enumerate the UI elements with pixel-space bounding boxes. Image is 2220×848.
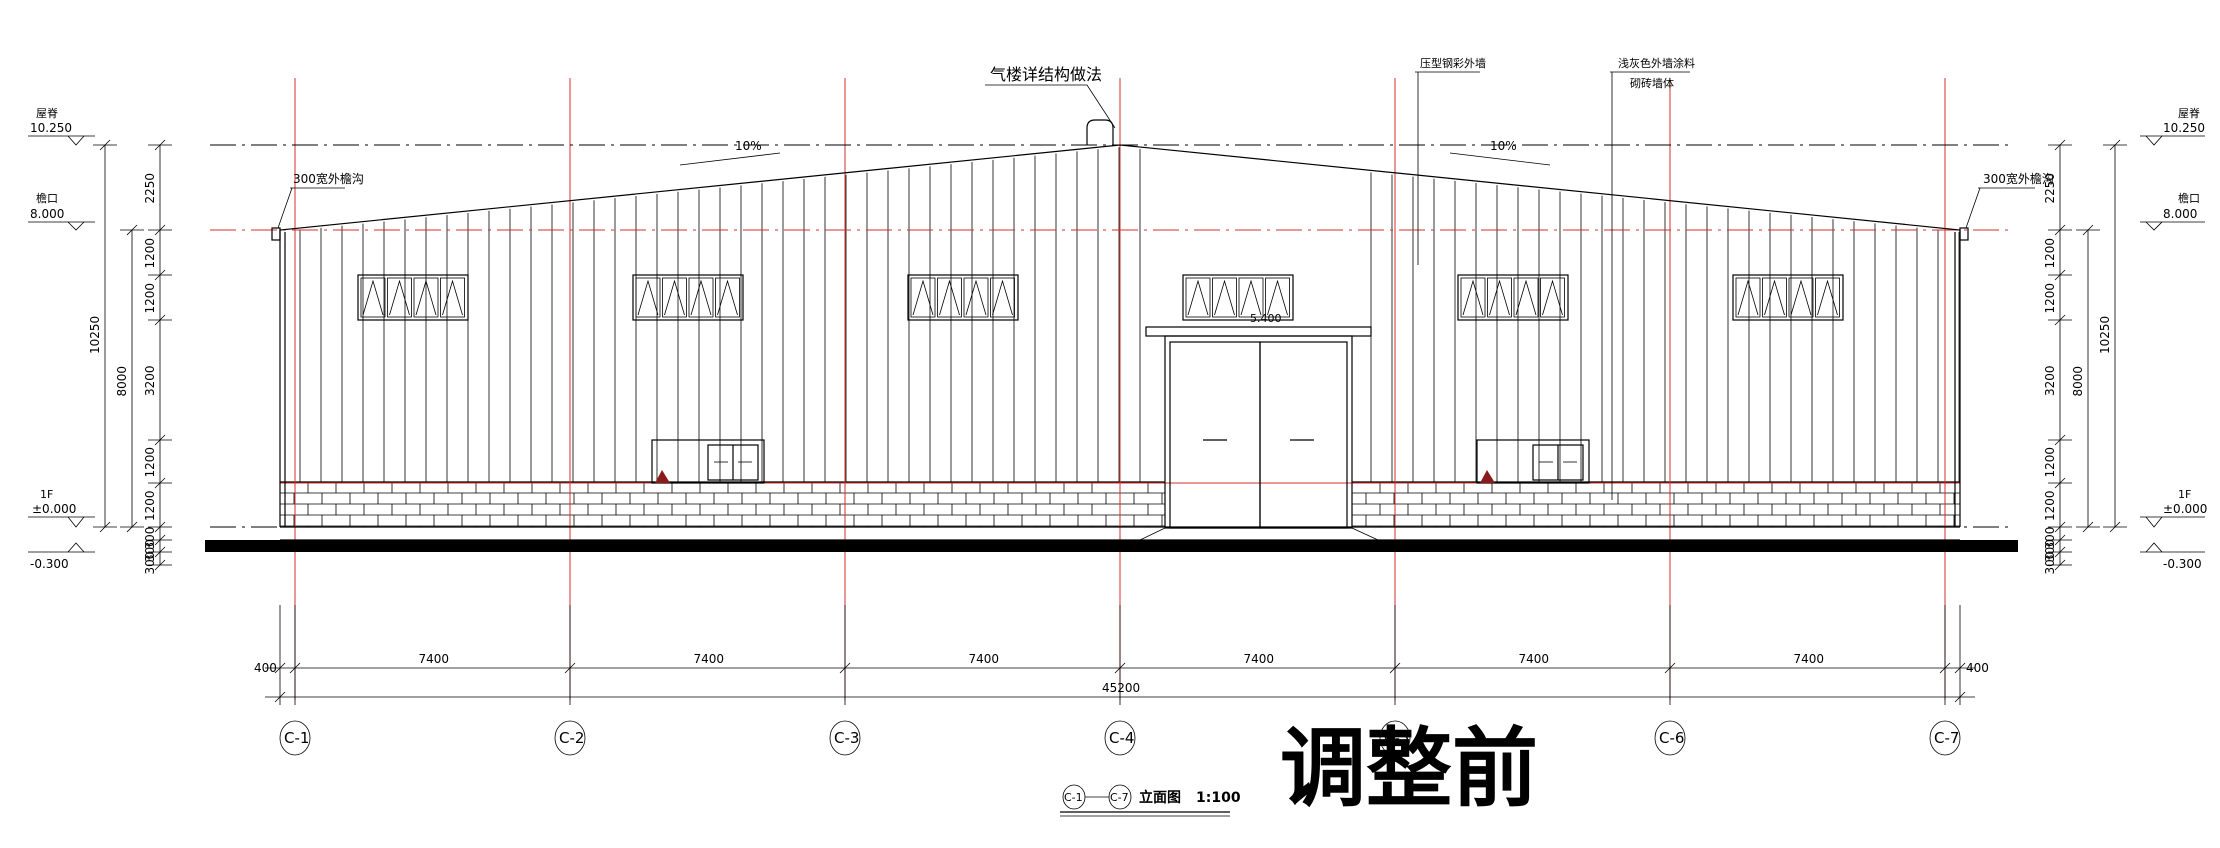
vdim-right-total-height: 10250 [2098, 316, 2112, 354]
annotations: 气楼详结构做法 压型钢彩外墙 浅灰色外墙涂料 砌砖墙体 300宽外檐沟 300宽… [277, 56, 2054, 500]
vdim-right-seg-1: 1200 [2043, 238, 2057, 269]
brick-base [279, 481, 1960, 527]
vdim-right-seg-7: 300 [2043, 539, 2057, 562]
vdim-right-seg-0: 2250 [2043, 173, 2057, 204]
elev-right-2-name: 1F [2178, 488, 2191, 501]
hdim-bay-4: 7400 [1519, 652, 1550, 666]
vdim-left-seg-1: 1200 [143, 238, 157, 269]
elev-left-1-value: 8.000 [30, 207, 64, 221]
vdim-left-seg-8: 300 [143, 552, 157, 575]
hdim-edge-left: 400 [254, 661, 277, 675]
hdim-bay-5: 7400 [1794, 652, 1825, 666]
vdim-right-seg-4: 1200 [2043, 447, 2057, 478]
vdim-right-seg-5: 1200 [2043, 490, 2057, 521]
title-overlay: 调整前 [1280, 719, 1538, 819]
note-canopy: 5.400 [1250, 312, 1282, 325]
elev-right-2-value: ±0.000 [2163, 502, 2207, 516]
drawing-title-axis-to: C-7 [1110, 791, 1129, 804]
note-slope-left: 10% [735, 139, 762, 153]
windows [357, 274, 1844, 321]
hdim-edge-right: 400 [1966, 661, 1989, 675]
note-roof-panel: 压型钢彩外墙 [1420, 56, 1486, 70]
roof-vent [1086, 119, 1114, 145]
vdim-left-seg-4: 1200 [143, 447, 157, 478]
ground-slab [205, 540, 2018, 552]
elev-left-2-value: ±0.000 [32, 502, 76, 516]
hdim-bay-1: 7400 [694, 652, 725, 666]
drawing-title-scale: 1:100 [1196, 790, 1241, 806]
vdim-right-seg-8: 300 [2043, 552, 2057, 575]
vdim-right-seg-2: 1200 [2043, 283, 2057, 314]
axis-gridlines [280, 78, 1960, 700]
elev-left-0-value: 10.250 [30, 121, 72, 135]
elev-right-0-value: 10.250 [2163, 121, 2205, 135]
axis-bubble-c-3: C-3 [834, 729, 859, 747]
vdim-left-seg-3: 3200 [143, 365, 157, 396]
elevation-markers-left: 屋脊 10.250 檐口 8.000 1F ±0.000 -0.300 [28, 106, 95, 571]
hdim-bay-0: 7400 [419, 652, 450, 666]
drawing-title-name: 立面图 [1139, 789, 1181, 806]
axis-bubble-c-7: C-7 [1934, 729, 1959, 747]
canopy [1145, 326, 1372, 337]
drawing-title-axis-from: C-1 [1064, 791, 1083, 804]
vdim-left-seg-0: 2250 [143, 173, 157, 204]
note-wall-panel-2: 砌砖墙体 [1630, 76, 1674, 90]
note-wall-panel-1: 浅灰色外墙涂料 [1618, 56, 1695, 70]
note-gutter-right: 300宽外檐沟 [1983, 171, 2054, 186]
note-roof-vent: 气楼详结构做法 [990, 65, 1102, 84]
vdim-right-seg-3: 3200 [2043, 365, 2057, 396]
building-outline [205, 119, 2018, 552]
vdim-right-total-wall: 8000 [2071, 366, 2085, 397]
lower-windows [651, 439, 1590, 484]
note-gutter-left: 300宽外檐沟 [293, 171, 364, 186]
vdim-left-total-height: 10250 [88, 316, 102, 354]
elev-left-3-value: -0.300 [30, 557, 69, 571]
hdim-bay-3: 7400 [1244, 652, 1275, 666]
vdim-right-seg-6: 300 [2043, 527, 2057, 550]
elev-right-1-name: 檐口 [2178, 191, 2200, 205]
note-slope-right: 10% [1490, 139, 1517, 153]
elev-right-0-name: 屋脊 [2178, 106, 2200, 120]
elev-right-1-value: 8.000 [2163, 207, 2197, 221]
elevation-markers-right: 屋脊 10.250 檐口 8.000 1F ±0.000 -0.300 [2140, 106, 2207, 571]
axis-bubbles: C-1 C-2 C-3 C-4 C-5 C-6 C-7 [279, 720, 1961, 756]
elev-left-1-name: 檐口 [36, 191, 58, 205]
vdim-left-seg-7: 300 [143, 539, 157, 562]
drawing-title-block: C-1 C-7 立面图 1:100 [1060, 784, 1241, 817]
elev-left-2-name: 1F [40, 488, 53, 501]
wall-panel-ribs [299, 147, 1960, 482]
vdim-left-seg-6: 300 [143, 527, 157, 550]
vdim-left-seg-5: 1200 [143, 490, 157, 521]
axis-bubble-c-4: C-4 [1109, 729, 1134, 747]
hdim-total: 45200 [1102, 681, 1140, 695]
axis-bubble-c-1: C-1 [284, 729, 309, 747]
axis-bubble-c-5: C-5 [1384, 729, 1409, 747]
horizontal-dimensions: 400 400 7400 7400 7400 7400 7400 7400 45200 [254, 605, 1989, 705]
vertical-dimensions: 2250120012003200120012003003003002250120… [88, 139, 2127, 575]
main-entrance [1139, 326, 1379, 541]
vdim-left-seg-2: 1200 [143, 283, 157, 314]
elev-right-3-value: -0.300 [2163, 557, 2202, 571]
elev-left-0-name: 屋脊 [36, 106, 58, 120]
vdim-left-total-wall: 8000 [115, 366, 129, 397]
axis-bubble-c-2: C-2 [559, 729, 584, 747]
axis-bubble-c-6: C-6 [1659, 729, 1684, 747]
hdim-bay-2: 7400 [969, 652, 1000, 666]
